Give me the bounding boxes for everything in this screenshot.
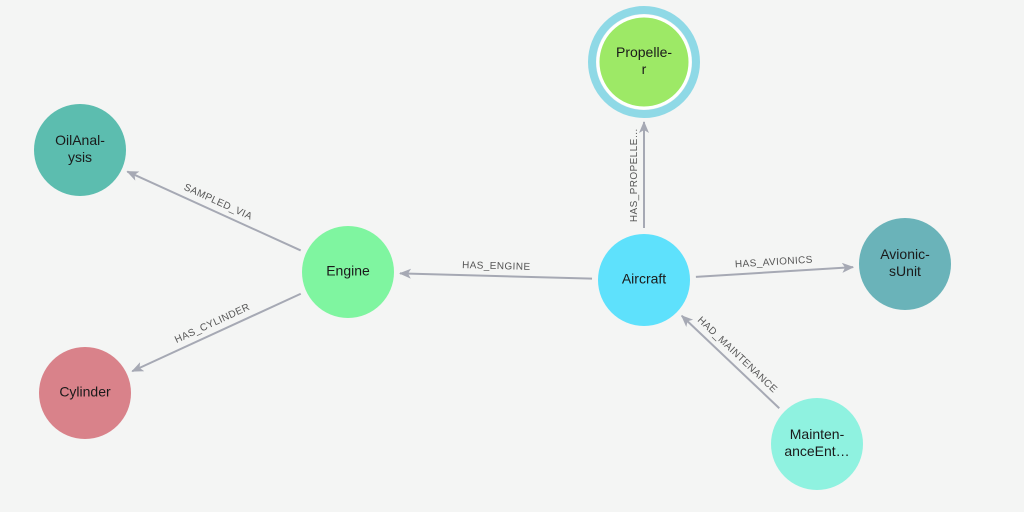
edge-has-cylinder[interactable]: HAS_CYLINDER — [131, 292, 302, 373]
node-cylinder[interactable]: Cylinder — [39, 347, 131, 439]
edge-line[interactable] — [695, 262, 855, 278]
edge-label: HAS_CYLINDER — [173, 302, 252, 346]
node-oil-analysis[interactable]: OilAnal-ysis — [34, 104, 126, 196]
edge-line[interactable] — [398, 268, 593, 280]
node-propeller[interactable]: Propelle-r — [588, 6, 700, 118]
node-circle[interactable] — [596, 14, 692, 110]
selection-ring — [588, 6, 700, 118]
node-circle[interactable] — [39, 347, 131, 439]
node-circle[interactable] — [859, 218, 951, 310]
edge-line[interactable] — [126, 170, 302, 252]
node-maintenance-entry[interactable]: Mainten-anceEnt… — [771, 398, 863, 490]
node-circle[interactable] — [302, 226, 394, 318]
node-engine[interactable]: Engine — [302, 226, 394, 318]
edge-line[interactable] — [681, 315, 780, 409]
node-avionics-unit[interactable]: Avionic-sUnit — [859, 218, 951, 310]
node-circle[interactable] — [598, 234, 690, 326]
edge-label: HAD_MAINTENANCE — [695, 315, 779, 396]
edge-has-engine[interactable]: HAS_ENGINE — [398, 260, 593, 280]
edge-line[interactable] — [131, 292, 302, 373]
edge-had-maintenance[interactable]: HAD_MAINTENANCE — [681, 315, 780, 409]
edge-sampled-via[interactable]: SAMPLED_VIA — [126, 170, 302, 252]
edge-has-propeller[interactable]: HAS_PROPELLE… — [629, 121, 649, 228]
node-circle[interactable] — [34, 104, 126, 196]
edge-label: HAS_ENGINE — [462, 260, 531, 273]
edges-layer: HAS_PROPELLE… HAS_ENGINE HAS_AVIONICS HAD_M… — [126, 121, 855, 409]
edge-label: HAS_PROPELLE… — [629, 128, 640, 222]
edge-has-avionics[interactable]: HAS_AVIONICS — [695, 255, 855, 278]
node-aircraft[interactable]: Aircraft — [598, 234, 690, 326]
node-circle[interactable] — [771, 398, 863, 490]
edge-label: HAS_AVIONICS — [735, 255, 814, 271]
